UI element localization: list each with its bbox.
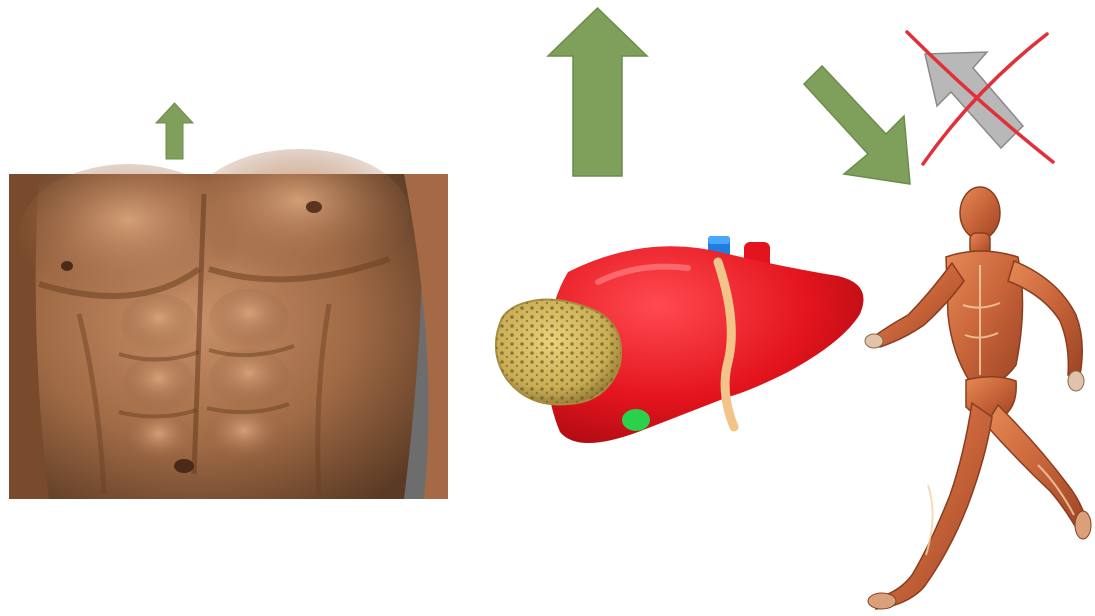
runner-illustration: [868, 185, 1095, 616]
liver-icon: [488, 232, 868, 454]
sponge-icon: [496, 300, 621, 405]
arrow-up-left-crossed-icon: [905, 30, 1057, 170]
arrow-up-icon: [548, 8, 647, 176]
liver-illustration: [488, 232, 868, 454]
anatomical-running-man-icon: [868, 185, 1095, 616]
arrow-down-right-icon: [804, 66, 916, 186]
abdominal-muscles-photo-icon: [9, 174, 448, 499]
arrow-up-icon: [156, 103, 193, 159]
crossed-up-left-arrow: [905, 30, 1057, 170]
abs-photo: [9, 174, 448, 499]
down-right-arrow: [804, 66, 916, 186]
small-up-arrow: [156, 103, 193, 159]
large-up-arrow: [548, 8, 647, 176]
